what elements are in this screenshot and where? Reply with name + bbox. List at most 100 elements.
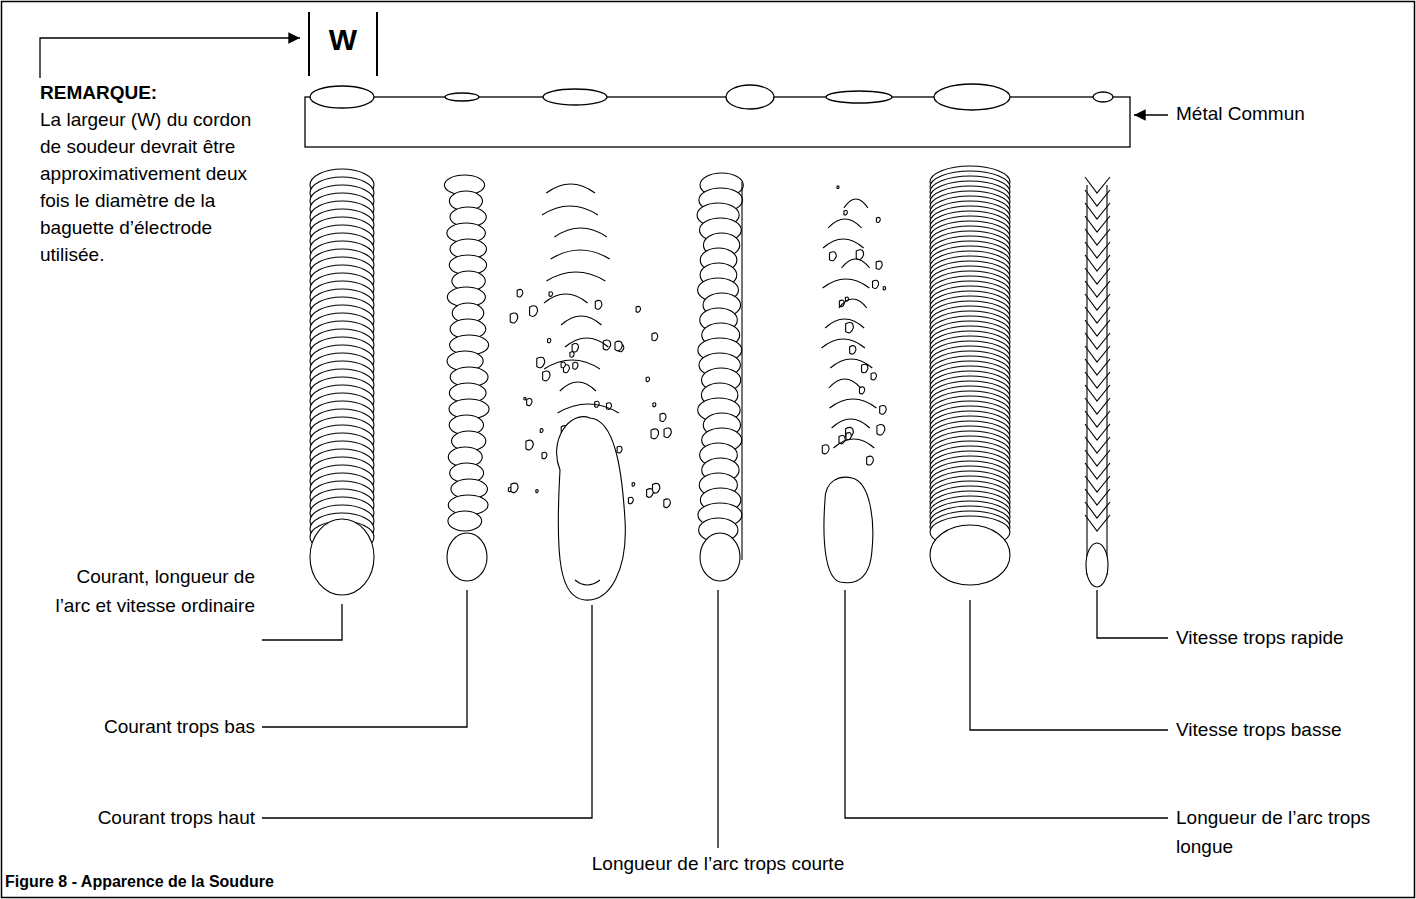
spatter-drop (595, 300, 602, 309)
note-arrow (40, 38, 300, 78)
spatter-drop (573, 362, 578, 369)
bead-label: Vitesse trops rapide (1176, 624, 1401, 653)
spatter-drop (837, 186, 839, 189)
spatter-drop (862, 364, 868, 372)
spatter-drop (867, 456, 874, 465)
base-metal-plate (305, 84, 1130, 147)
spatter-drop (530, 306, 538, 317)
bead-arc (841, 259, 869, 268)
spatter-drop (549, 292, 552, 297)
plate-arrow (1134, 114, 1168, 115)
bead-label: Longueur de l’arc trops longue (1176, 804, 1376, 861)
plate-section (305, 97, 1130, 147)
bead-arc (821, 339, 864, 348)
bead-chevron (1085, 424, 1110, 440)
spatter-drop (536, 490, 538, 493)
bead-arc (551, 250, 610, 259)
spatter-drop (822, 445, 829, 454)
bead-chevron (1085, 333, 1110, 349)
spatter-drop (542, 452, 547, 459)
bead-chevron (1085, 190, 1110, 206)
bead-label: Courant, longueur de l’arc et vitesse or… (50, 563, 255, 620)
bead-ripple (448, 511, 482, 531)
bead-chevron (1085, 502, 1110, 518)
bead-arc (554, 228, 606, 237)
bead-chevron (1085, 177, 1110, 193)
bead-arc (839, 299, 867, 308)
bead-arc (575, 580, 600, 585)
leader-line (845, 590, 1168, 818)
bead-chevron (1085, 346, 1110, 362)
bead-arc (558, 404, 619, 413)
spatter-drop (850, 346, 856, 354)
bead-arc (823, 239, 864, 248)
spatter-drop (517, 289, 523, 297)
bead-arc (546, 272, 605, 281)
bead-chevron (1085, 385, 1110, 401)
bead-chevron (1085, 307, 1110, 323)
spatter-drop (603, 340, 610, 350)
note-text: La largeur (W) du cordon de soudeur devr… (40, 107, 258, 269)
bead-arc (844, 199, 868, 208)
spatter-drop (829, 252, 836, 261)
spatter-drop (632, 483, 635, 487)
spatter-drop (871, 373, 876, 380)
spatter-drop (846, 323, 854, 333)
bead-chevron (1085, 268, 1110, 284)
bead-cross-section (543, 89, 607, 105)
bead-end (1086, 543, 1108, 587)
spatter-drop (876, 217, 880, 222)
bead-chevron (1085, 489, 1110, 505)
spatter-drop (660, 413, 666, 421)
bead-arc (544, 294, 588, 303)
bead-end (447, 533, 487, 581)
leader-line (262, 590, 467, 727)
bead-chevron (1085, 229, 1110, 245)
leader-line (262, 605, 592, 818)
bead-chevron (1085, 242, 1110, 258)
bracket-line (376, 12, 378, 76)
dimension-label: W (313, 22, 373, 58)
bead-arc (830, 359, 872, 368)
spatter-drop (527, 399, 532, 406)
bead-chevron (1085, 515, 1110, 531)
bead-arc (542, 206, 598, 215)
spatter-drop (561, 362, 565, 368)
bead-cross-section (726, 85, 774, 109)
spatter-drop (570, 352, 574, 358)
note-heading: REMARQUE: (40, 80, 258, 107)
spatter-drop (511, 483, 518, 493)
bead-arc (828, 219, 862, 228)
spatter-drop (651, 429, 659, 439)
leader-line (717, 590, 718, 848)
bead-arc (561, 316, 601, 325)
bead-label: Courant trops bas (20, 713, 255, 742)
spatter-drop (647, 489, 654, 498)
bead-chevron (1085, 281, 1110, 297)
bead-chevron (1085, 411, 1110, 427)
bead-end (930, 525, 1010, 585)
bead-chevron (1085, 372, 1110, 388)
bead-chevron (1085, 320, 1110, 336)
leader-line (1097, 590, 1168, 638)
spatter-drop (617, 446, 622, 453)
bead-chevron (1085, 359, 1110, 375)
leader-line (262, 604, 342, 640)
weld-puddle (557, 417, 626, 600)
bead-label: Vitesse trops basse (1176, 716, 1396, 745)
spatter-drop (540, 429, 543, 433)
spatter-drop (653, 403, 656, 407)
spatter-drop (844, 210, 847, 215)
spatter-drop (652, 333, 658, 341)
spatter-drop (877, 425, 885, 436)
bead-chevron (1085, 437, 1110, 453)
spatter-drop (615, 341, 622, 351)
spatter-drop (548, 338, 551, 342)
spatter-drop (646, 377, 649, 382)
spatter-drop (856, 250, 863, 260)
bead-cross-section (826, 91, 892, 103)
bead-cross-section (310, 86, 374, 108)
bead-chevron (1085, 255, 1110, 271)
weld-beads (310, 166, 1110, 600)
